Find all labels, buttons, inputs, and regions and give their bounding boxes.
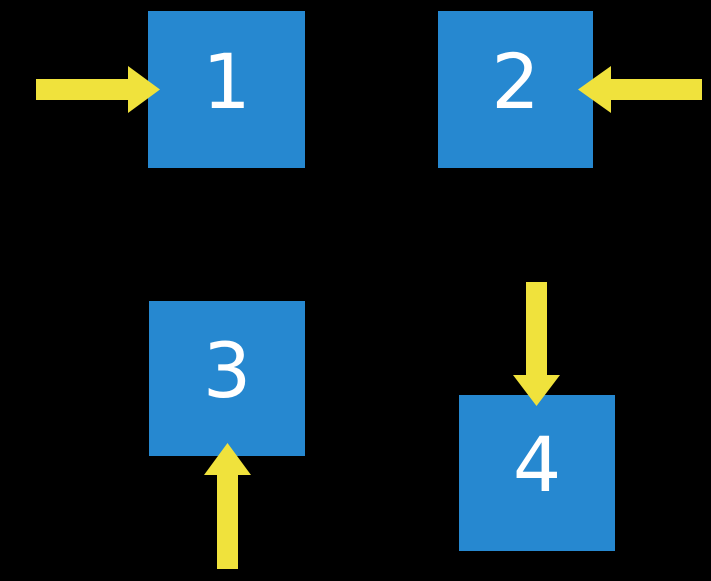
square-2-label: 2 [491,36,540,126]
square-4-label: 4 [512,420,562,509]
arrow-up-icon [204,443,251,569]
square-1: 1 [148,11,305,168]
arrow-down-icon [513,282,560,406]
arrow-left-icon [578,66,702,113]
square-3: 3 [149,301,305,456]
arrow-right-icon [36,66,160,113]
square-2: 2 [438,11,593,168]
square-3-label: 3 [202,325,252,415]
square-1-label: 1 [202,36,251,126]
square-4: 4 [459,395,615,551]
